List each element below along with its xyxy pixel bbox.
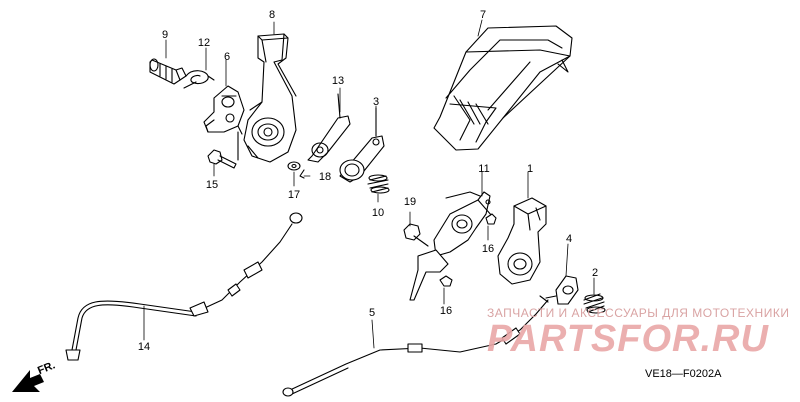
callout-10: 10 (372, 207, 384, 219)
callout-18: 18 (319, 171, 331, 183)
part-2-spring (583, 293, 606, 314)
part-11-bracket (409, 191, 493, 301)
callout-16-upper: 16 (482, 243, 494, 255)
part-13-plate (307, 93, 351, 163)
part-5-cable (282, 299, 549, 397)
callout-3: 3 (373, 96, 379, 108)
callout-4: 4 (566, 233, 572, 245)
part-10-spring (367, 174, 390, 194)
callout-8: 8 (269, 9, 275, 21)
figure-code: VE18—F0202A (645, 368, 722, 380)
part-8-lever (243, 33, 297, 163)
callout-labels: 8 7 9 12 6 13 3 1 11 18 17 15 19 10 16 4… (138, 9, 598, 353)
part-6-bracket (203, 85, 245, 135)
callout-5: 5 (369, 307, 375, 319)
part-19-bolt (403, 223, 429, 247)
watermark-logo: PARTSFOR.RU (487, 318, 769, 360)
part-7-cover (433, 25, 573, 151)
callout-6: 6 (224, 51, 230, 63)
part-17-washer (287, 161, 301, 171)
callout-9: 9 (162, 29, 168, 41)
callout-2: 2 (592, 267, 598, 279)
part-18-pin (299, 169, 305, 179)
callout-11: 11 (478, 163, 489, 175)
callout-16-lower: 16 (440, 305, 452, 317)
callout-7: 7 (480, 9, 486, 21)
part-3-disc (339, 107, 385, 183)
part-16a-screw (485, 213, 497, 225)
part-1-housing (497, 197, 547, 285)
callout-13: 13 (332, 75, 344, 87)
leader-lines (143, 19, 595, 349)
callout-1: 1 (527, 163, 533, 175)
part-15-bolt (207, 131, 239, 169)
part-9-bolt (149, 58, 187, 85)
callout-12: 12 (198, 37, 210, 49)
part-12-clip (183, 70, 215, 89)
part-14-cable (65, 212, 303, 361)
callout-17: 17 (288, 189, 300, 201)
part-16b-screw (439, 275, 453, 287)
callout-15: 15 (206, 179, 218, 191)
callout-19: 19 (404, 196, 416, 208)
front-direction-arrow-icon (12, 370, 44, 392)
watermark-tagline: ЗАПЧАСТИ И АКСЕССУАРЫ ДЛЯ МОТОТЕХНИКИ (487, 306, 790, 320)
callout-14: 14 (138, 341, 150, 353)
part-4-clamp (539, 275, 579, 305)
